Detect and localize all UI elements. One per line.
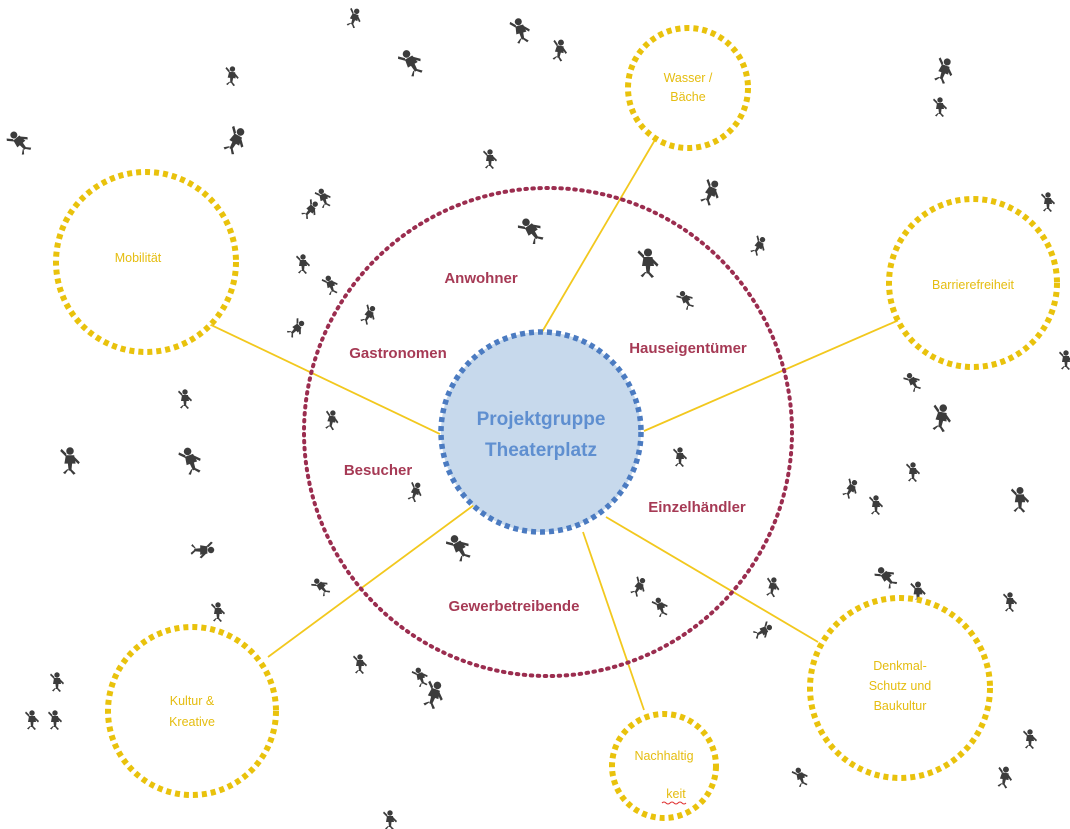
person-figure-icon	[25, 710, 39, 730]
person-figure-icon	[929, 402, 954, 434]
person-figure-icon	[296, 254, 310, 274]
topic-barrierefreiheit: Barrierefreiheit	[886, 196, 1060, 370]
person-figure-icon	[410, 665, 431, 689]
stakeholder-gewerbetreibende: Gewerbetreibende	[449, 598, 580, 615]
person-figure-icon	[178, 389, 192, 409]
person-figure-icon	[751, 620, 776, 643]
person-figure-icon	[906, 462, 920, 482]
person-figure-icon	[177, 444, 205, 478]
stakeholder-einzelhaendler: Einzelhändler	[648, 499, 746, 516]
topic-kultur: Kultur & Kreative	[105, 624, 279, 798]
center-title-line2: Theaterplatz	[485, 440, 597, 461]
connector-mobilitaet	[206, 322, 441, 435]
topic-kultur-line2: Kreative	[169, 715, 215, 729]
stakeholder-besucher: Besucher	[344, 462, 413, 479]
person-figure-icon	[50, 672, 64, 692]
person-figure-icon	[747, 233, 770, 258]
person-figure-icon	[1023, 729, 1037, 749]
person-figure-icon	[220, 123, 251, 158]
person-figure-icon	[353, 654, 367, 674]
connector-kultur	[267, 504, 475, 658]
stakeholder-anwohner: Anwohner	[444, 270, 517, 287]
topic-barrierefreiheit-line1: Barrierefreiheit	[932, 278, 1015, 292]
topic-denkmal-line1: Denkmal-	[873, 659, 927, 673]
person-figure-icon	[650, 595, 671, 619]
person-figure-icon	[1010, 486, 1030, 513]
stakeholder-hauseigentuemer: Hauseigentümer	[629, 340, 747, 357]
person-figure-icon	[933, 97, 947, 117]
person-figure-icon	[190, 541, 215, 559]
person-figure-icon	[323, 409, 341, 432]
topic-nachhaltigkeit-line1: Nachhaltig	[634, 749, 693, 763]
person-figure-icon	[1059, 350, 1070, 370]
person-figure-icon	[211, 602, 225, 622]
person-figure-icon	[396, 45, 427, 80]
person-figure-icon	[1041, 192, 1055, 212]
topic-denkmal-line3: Baukultur	[874, 699, 927, 713]
topic-wasser-line1: Wasser /	[664, 71, 713, 85]
person-figure-icon	[637, 248, 659, 278]
person-figure-icon	[995, 765, 1015, 790]
topic-denkmal: Denkmal- Schutz und Baukultur	[807, 595, 993, 781]
person-figure-icon	[508, 15, 533, 46]
connector-barrierefreiheit	[643, 319, 900, 432]
connector-wasser	[541, 132, 660, 333]
person-figure-icon	[902, 369, 925, 394]
person-figure-icon	[627, 574, 650, 599]
topic-nachhaltigkeit: Nachhaltig keit	[609, 711, 719, 821]
person-figure-icon	[344, 6, 365, 30]
person-figure-icon	[764, 576, 782, 599]
person-figure-icon	[444, 530, 475, 565]
person-figure-icon	[872, 562, 901, 592]
topic-mobilitaet-line1: Mobilität	[115, 251, 162, 265]
person-figure-icon	[60, 447, 80, 475]
center-title-line1: Projektgruppe	[477, 409, 606, 430]
topic-nachhaltigkeit-line2: keit	[666, 787, 686, 801]
topic-wasser-line2: Bäche	[670, 90, 705, 104]
person-figure-icon	[790, 765, 811, 789]
person-figure-icon	[869, 495, 883, 515]
topic-denkmal-line2: Schutz und	[869, 679, 932, 693]
person-figure-icon	[673, 447, 687, 467]
spellcheck-underline	[661, 801, 687, 805]
person-figure-icon	[357, 302, 380, 327]
person-figure-icon	[675, 287, 698, 312]
person-figure-icon	[320, 273, 341, 297]
topic-mobilitaet: Mobilität	[53, 169, 239, 355]
person-figure-icon	[223, 65, 240, 87]
connector-denkmal	[605, 516, 819, 643]
person-figure-icon	[309, 574, 334, 599]
person-figure-icon	[405, 480, 426, 504]
stakeholder-gastronomen: Gastronomen	[349, 345, 447, 362]
person-figure-icon	[284, 316, 309, 341]
person-figure-icon	[839, 476, 862, 501]
connector-nachhaltigkeit	[582, 531, 645, 711]
person-figure-icon	[550, 38, 570, 63]
topic-wasser: Wasser / Bäche	[625, 25, 751, 151]
stakeholder-ring	[302, 186, 794, 678]
person-figure-icon	[298, 197, 323, 222]
person-figure-icon	[483, 149, 497, 169]
center-node	[438, 329, 644, 535]
person-figure-icon	[383, 810, 397, 829]
person-figure-icon	[4, 126, 35, 158]
person-figure-icon	[515, 213, 548, 248]
person-figure-icon	[697, 177, 725, 208]
person-figure-icon	[1003, 592, 1017, 612]
topic-kultur-line1: Kultur &	[170, 694, 215, 708]
connector-lines	[206, 132, 900, 711]
person-figure-icon	[931, 55, 957, 86]
person-figure-icon	[48, 710, 62, 730]
